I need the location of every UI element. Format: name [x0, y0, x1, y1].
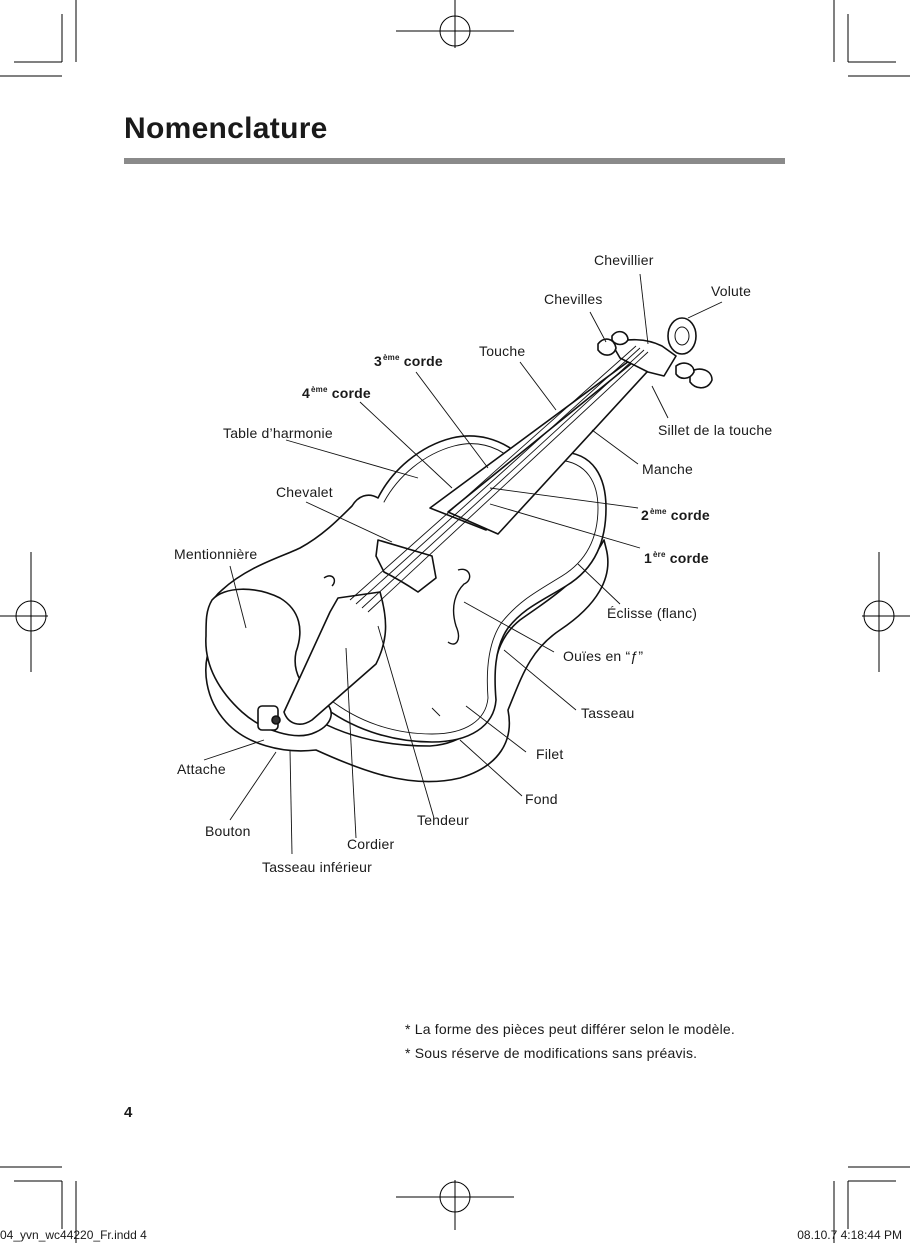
- registration-mark-top: [396, 0, 514, 48]
- label-tendeur: Tendeur: [417, 812, 469, 828]
- label-fond: Fond: [525, 791, 558, 807]
- label-volute: Volute: [711, 283, 752, 299]
- label-manche: Manche: [642, 461, 694, 477]
- label-corde-2: 2ème corde: [641, 507, 710, 523]
- label-attache: Attache: [177, 761, 226, 777]
- label-cordier: Cordier: [347, 836, 395, 852]
- note-modifications: * Sous réserve de modifications sans pré…: [405, 1045, 698, 1061]
- label-chevilles: Chevilles: [544, 291, 603, 307]
- label-corde-1: 1ère corde: [644, 550, 709, 566]
- label-eclisse: Éclisse (flanc): [607, 605, 698, 621]
- label-ouies: Ouïes en “ƒ”: [563, 648, 644, 664]
- label-tasseau: Tasseau: [581, 705, 635, 721]
- label-touche: Touche: [479, 343, 526, 359]
- page-number: 4: [124, 1104, 133, 1121]
- note-shape: * La forme des pièces peut différer selo…: [405, 1021, 735, 1037]
- label-chevalet: Chevalet: [276, 484, 333, 500]
- registration-mark-left: [0, 552, 48, 672]
- label-chevillier: Chevillier: [594, 252, 654, 268]
- label-corde-3: 3ème corde: [374, 353, 443, 369]
- slug-file: 04_yvn_wc44220_Fr.indd 4: [0, 1228, 147, 1242]
- label-filet: Filet: [536, 746, 564, 762]
- f-hole: [323, 575, 336, 587]
- registration-mark-bottom: [396, 1180, 514, 1230]
- registration-mark-right: [862, 552, 910, 672]
- title-rule: [124, 158, 785, 164]
- slug-timestamp: 08.10.7 4:18:44 PM: [797, 1228, 902, 1242]
- page-title: Nomenclature: [124, 112, 328, 145]
- label-bouton: Bouton: [205, 823, 251, 839]
- label-table-harmonie: Table d’harmonie: [223, 425, 333, 441]
- bridge: [375, 539, 437, 593]
- label-corde-4: 4ème corde: [302, 385, 371, 401]
- scroll: [667, 317, 697, 355]
- peg: [611, 330, 629, 346]
- violin-purfling: [327, 443, 599, 735]
- label-tasseau-inferieur: Tasseau inférieur: [262, 859, 373, 875]
- peg: [675, 362, 695, 380]
- peg: [689, 368, 713, 389]
- label-sillet: Sillet de la touche: [658, 422, 773, 438]
- f-hole: [447, 568, 471, 645]
- label-mentionniere: Mentionnière: [174, 546, 258, 562]
- tailpiece: [283, 591, 387, 725]
